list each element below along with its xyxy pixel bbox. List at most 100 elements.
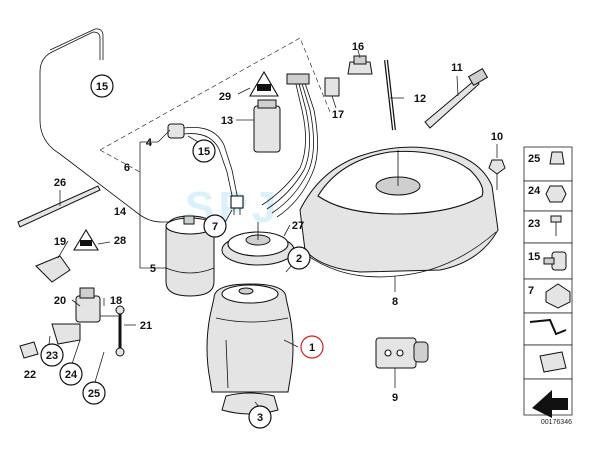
control-cable — [39, 28, 172, 223]
small-parts-legend: 25 24 23 15 7 — [523, 146, 573, 418]
callout-12: 12 — [414, 93, 426, 105]
svg-text:25: 25 — [528, 153, 540, 165]
callout-9: 9 — [392, 392, 398, 404]
callout-8: 8 — [392, 296, 398, 308]
legend-25: 25 — [528, 151, 565, 165]
callout-18: 18 — [110, 295, 122, 307]
legend-clip-wire — [529, 318, 567, 336]
callout-13: 13 — [221, 115, 233, 127]
callout-29: 29 — [219, 91, 231, 103]
height-sensor-20 — [75, 287, 118, 323]
relay-box-13 — [253, 99, 281, 153]
svg-text:15: 15 — [198, 146, 210, 158]
valve-block-9 — [375, 337, 429, 369]
wiring-harness — [261, 73, 318, 218]
reservoir-5 — [165, 215, 215, 297]
svg-text:25: 25 — [88, 388, 100, 400]
svg-text:29: 29 — [219, 91, 231, 103]
svg-text:5: 5 — [150, 263, 156, 275]
callout-11: 11 — [451, 62, 463, 74]
legend-23: 23 — [528, 215, 562, 236]
svg-text:15: 15 — [528, 251, 540, 263]
svg-text:18: 18 — [110, 295, 122, 307]
callout-10: 10 — [491, 131, 503, 143]
svg-text:1: 1 — [309, 342, 315, 354]
callout-28: 28 — [114, 235, 126, 247]
svg-text:9: 9 — [392, 392, 398, 404]
document-id: 00176346 — [541, 419, 572, 426]
svg-text:3: 3 — [257, 412, 263, 424]
svg-text:21: 21 — [140, 320, 152, 332]
svg-text:26: 26 — [54, 177, 66, 189]
callout-6: 6 — [124, 162, 130, 174]
callout-21: 21 — [140, 320, 152, 332]
legend-24: 24 — [528, 185, 567, 203]
svg-text:22: 22 — [24, 369, 36, 381]
dashed-group-outline — [99, 37, 331, 173]
svg-text:6: 6 — [124, 162, 130, 174]
svg-text:8: 8 — [392, 296, 398, 308]
bracket-6 — [139, 141, 162, 269]
svg-text:11: 11 — [451, 62, 463, 74]
warning-triangle-28 — [73, 228, 99, 251]
callout-22: 22 — [24, 369, 36, 381]
svg-text:17: 17 — [332, 109, 344, 121]
svg-text:13: 13 — [221, 115, 233, 127]
linkage-21 — [115, 305, 125, 357]
callout-2: 2 — [287, 246, 311, 270]
air-spring-1 — [206, 283, 294, 393]
screw-10 — [488, 159, 506, 190]
svg-text:15: 15 — [96, 81, 108, 93]
callout-17: 17 — [332, 109, 344, 121]
callout-5: 5 — [150, 263, 156, 275]
svg-text:10: 10 — [491, 131, 503, 143]
callout-14: 14 — [114, 206, 127, 218]
svg-text:7: 7 — [528, 285, 534, 297]
bolt-12 — [384, 59, 396, 131]
callout-20: 20 — [54, 295, 66, 307]
callout-27: 27 — [292, 220, 304, 232]
svg-text:24: 24 — [528, 185, 541, 197]
clip-22 — [19, 341, 39, 359]
svg-text:19: 19 — [54, 236, 66, 248]
svg-text:24: 24 — [65, 369, 78, 381]
cable-tie-26 — [17, 185, 101, 228]
housing-8 — [299, 146, 499, 278]
svg-text:27: 27 — [292, 220, 304, 232]
legend-7: 7 — [528, 283, 571, 309]
svg-text:23: 23 — [528, 218, 540, 230]
callout-16: 16 — [352, 41, 364, 53]
upper-mount-2 — [221, 222, 295, 266]
callout-7: 7 — [203, 214, 227, 238]
warning-triangle-29 — [249, 70, 279, 97]
svg-text:16: 16 — [352, 41, 364, 53]
callout-25: 25 — [82, 381, 106, 405]
svg-text:4: 4 — [146, 137, 153, 149]
sensor-19 — [35, 255, 71, 283]
callout-15-top: 15 — [90, 74, 114, 98]
callout-1: 1 — [300, 335, 324, 359]
callout-26: 26 — [54, 177, 66, 189]
svg-text:14: 14 — [114, 206, 127, 218]
callout-24: 24 — [59, 362, 83, 386]
legend-clip — [539, 351, 567, 373]
svg-text:28: 28 — [114, 235, 126, 247]
callout-19: 19 — [54, 236, 66, 248]
svg-text:12: 12 — [414, 93, 426, 105]
legend-15: 15 — [528, 251, 567, 271]
hose-fitting-4 — [167, 123, 244, 215]
callout-4: 4 — [146, 137, 153, 149]
svg-text:7: 7 — [212, 221, 218, 233]
legend-arrow-icon — [532, 390, 568, 418]
svg-text:23: 23 — [46, 350, 58, 362]
callout-3: 3 — [248, 405, 272, 429]
svg-text:20: 20 — [54, 295, 66, 307]
clip-16 — [347, 55, 373, 75]
callout-23: 23 — [40, 343, 64, 367]
callout-15-hose: 15 — [192, 139, 216, 163]
bracket-23 — [51, 323, 81, 345]
cable-tie-11 — [424, 67, 489, 129]
svg-text:2: 2 — [296, 253, 302, 265]
connector-17 — [324, 77, 340, 97]
